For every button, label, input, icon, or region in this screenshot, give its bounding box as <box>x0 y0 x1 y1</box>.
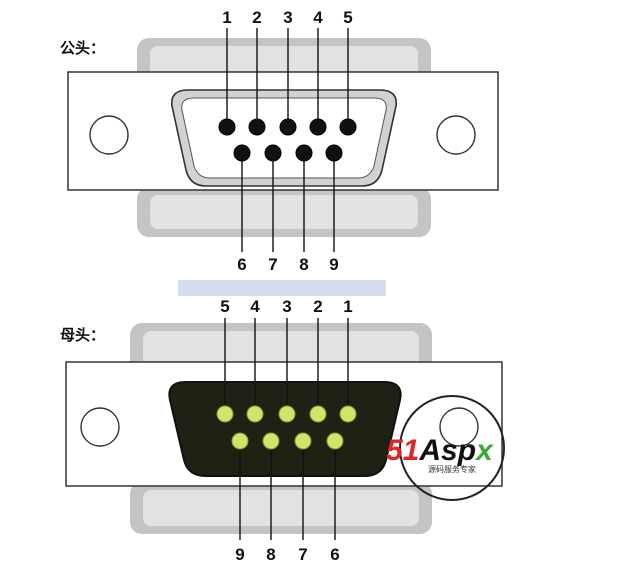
watermark-brand-sp: sp <box>441 434 476 467</box>
female-connector: 母头： 5 4 3 2 1 9 8 7 6 <box>60 297 503 564</box>
female-pin-numbers: 5 4 3 2 1 9 8 7 6 <box>220 297 352 564</box>
female-rear-shell-bottom-inner <box>143 490 419 526</box>
male-pin-number-1: 1 <box>222 8 231 27</box>
male-rear-shell-bottom-inner <box>150 195 418 229</box>
female-pin-number-1: 1 <box>343 297 352 316</box>
male-pin-8 <box>295 144 313 162</box>
male-pin-6 <box>233 144 251 162</box>
watermark-brand-x: x <box>474 434 494 467</box>
female-rear-shell-top-inner <box>143 331 419 367</box>
female-pin-1 <box>339 405 357 423</box>
male-pin-1 <box>218 118 236 136</box>
male-pins <box>218 118 357 162</box>
female-pin-2 <box>309 405 327 423</box>
female-pin-number-3: 3 <box>282 297 291 316</box>
female-label: 母头： <box>60 326 105 344</box>
female-pin-4 <box>246 405 264 423</box>
female-d-shell <box>168 381 402 477</box>
male-pin-number-7: 7 <box>268 255 277 274</box>
male-pin-9 <box>325 144 343 162</box>
male-pin-numbers: 1 2 3 4 5 6 7 8 9 <box>222 8 352 274</box>
separator-bar <box>178 280 386 296</box>
male-face <box>181 97 387 179</box>
male-pin-5 <box>339 118 357 136</box>
male-pin-number-8: 8 <box>299 255 308 274</box>
male-pin-4 <box>309 118 327 136</box>
male-mount-hole-left <box>89 115 129 155</box>
female-mount-hole-right <box>439 407 479 447</box>
female-pin-number-2: 2 <box>313 297 322 316</box>
male-pin-3 <box>279 118 297 136</box>
svg-text:51Aspx: 51Aspx <box>386 434 494 467</box>
female-pin-number-4: 4 <box>250 297 260 316</box>
male-pin-number-6: 6 <box>237 255 246 274</box>
male-connector: 公头： 1 2 3 4 5 6 7 8 9 <box>60 8 499 274</box>
male-pin-2 <box>248 118 266 136</box>
male-pin-7 <box>264 144 282 162</box>
female-pin-9 <box>231 432 249 450</box>
male-pin-number-2: 2 <box>252 8 261 27</box>
male-label: 公头： <box>60 39 105 57</box>
male-pin-number-3: 3 <box>283 8 292 27</box>
female-mount-hole-left <box>80 407 120 447</box>
watermark-subtitle: 源码服务专家 <box>428 464 476 474</box>
male-pin-number-5: 5 <box>343 8 352 27</box>
watermark-circle <box>399 395 505 501</box>
female-pin-6 <box>326 432 344 450</box>
female-pin-8 <box>262 432 280 450</box>
female-pin-5 <box>216 405 234 423</box>
male-pin-number-4: 4 <box>313 8 323 27</box>
watermark-brand-number: 51 <box>386 434 419 467</box>
female-pin-number-8: 8 <box>266 545 275 564</box>
female-pin-number-6: 6 <box>330 545 339 564</box>
female-pin-7 <box>294 432 312 450</box>
female-pin-3 <box>278 405 296 423</box>
female-pin-number-9: 9 <box>235 545 244 564</box>
male-pin-number-9: 9 <box>329 255 338 274</box>
watermark-brand-a: A <box>418 434 441 467</box>
female-pin-leads <box>224 318 349 540</box>
female-sockets <box>216 405 357 450</box>
female-pin-number-7: 7 <box>298 545 307 564</box>
male-pin-leads <box>226 28 349 252</box>
male-mount-hole-right <box>436 115 476 155</box>
watermark-logo: 51Aspx 源码服务专家 <box>386 395 505 501</box>
female-pin-number-5: 5 <box>220 297 229 316</box>
